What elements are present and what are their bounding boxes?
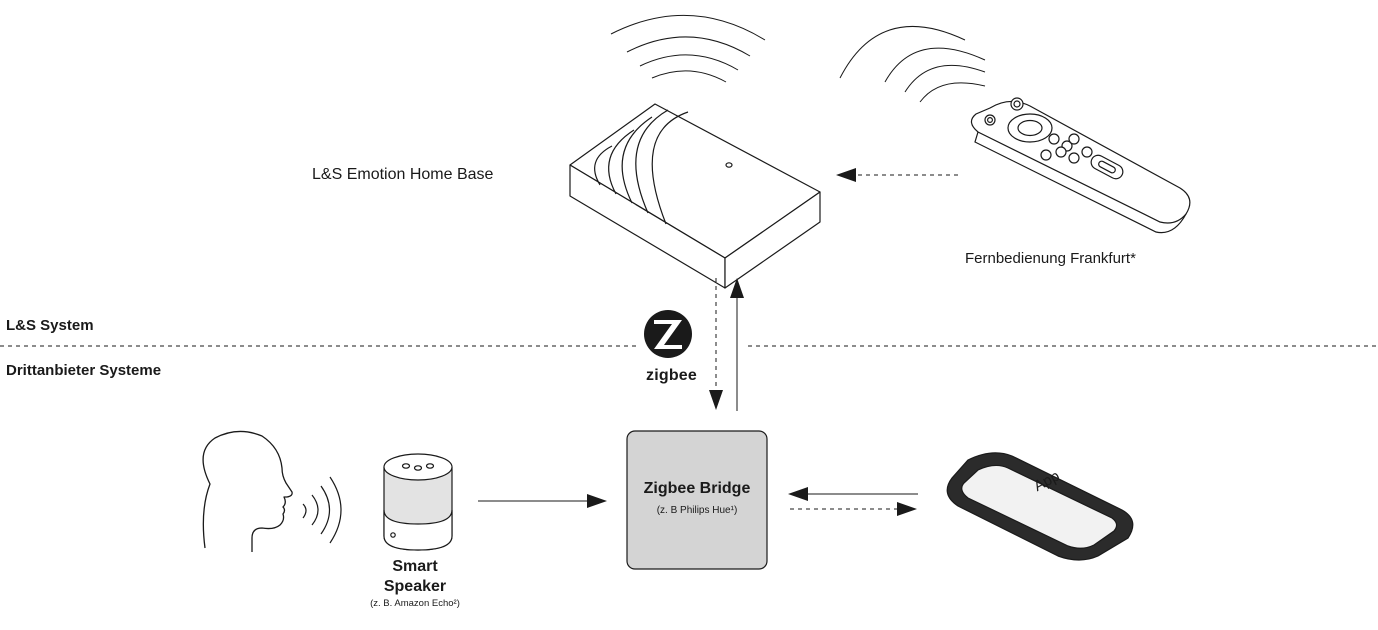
- home-base-icon: [569, 103, 821, 289]
- remote-control-icon: [970, 97, 1191, 234]
- zigbee-bridge-box: [626, 430, 768, 570]
- wifi-signal-icon: [610, 15, 766, 83]
- remote-label: Fernbedienung Frankfurt*: [965, 250, 1136, 267]
- speaker-subtitle: (z. B. Amazon Echo²): [370, 598, 460, 609]
- sound-waves-icon: [302, 476, 342, 544]
- zigbee-logo-text: zigbee: [646, 367, 697, 384]
- section-label-ls-system: L&S System: [6, 317, 94, 334]
- speaker-title: Smart Speaker: [383, 558, 447, 595]
- smartphone-icon: [946, 452, 1134, 561]
- person-head-icon: [202, 430, 293, 552]
- section-label-third-party: Drittanbieter Systeme: [6, 362, 162, 379]
- home-base-label: L&S Emotion Home Base: [312, 166, 494, 183]
- wifi-signal-icon: [839, 26, 986, 103]
- bridge-subtitle: (z. B Philips Hue¹): [656, 505, 738, 516]
- zigbee-logo-icon: [644, 310, 692, 358]
- bridge-title: Zigbee Bridge: [643, 480, 751, 497]
- smart-speaker-icon: [383, 453, 453, 551]
